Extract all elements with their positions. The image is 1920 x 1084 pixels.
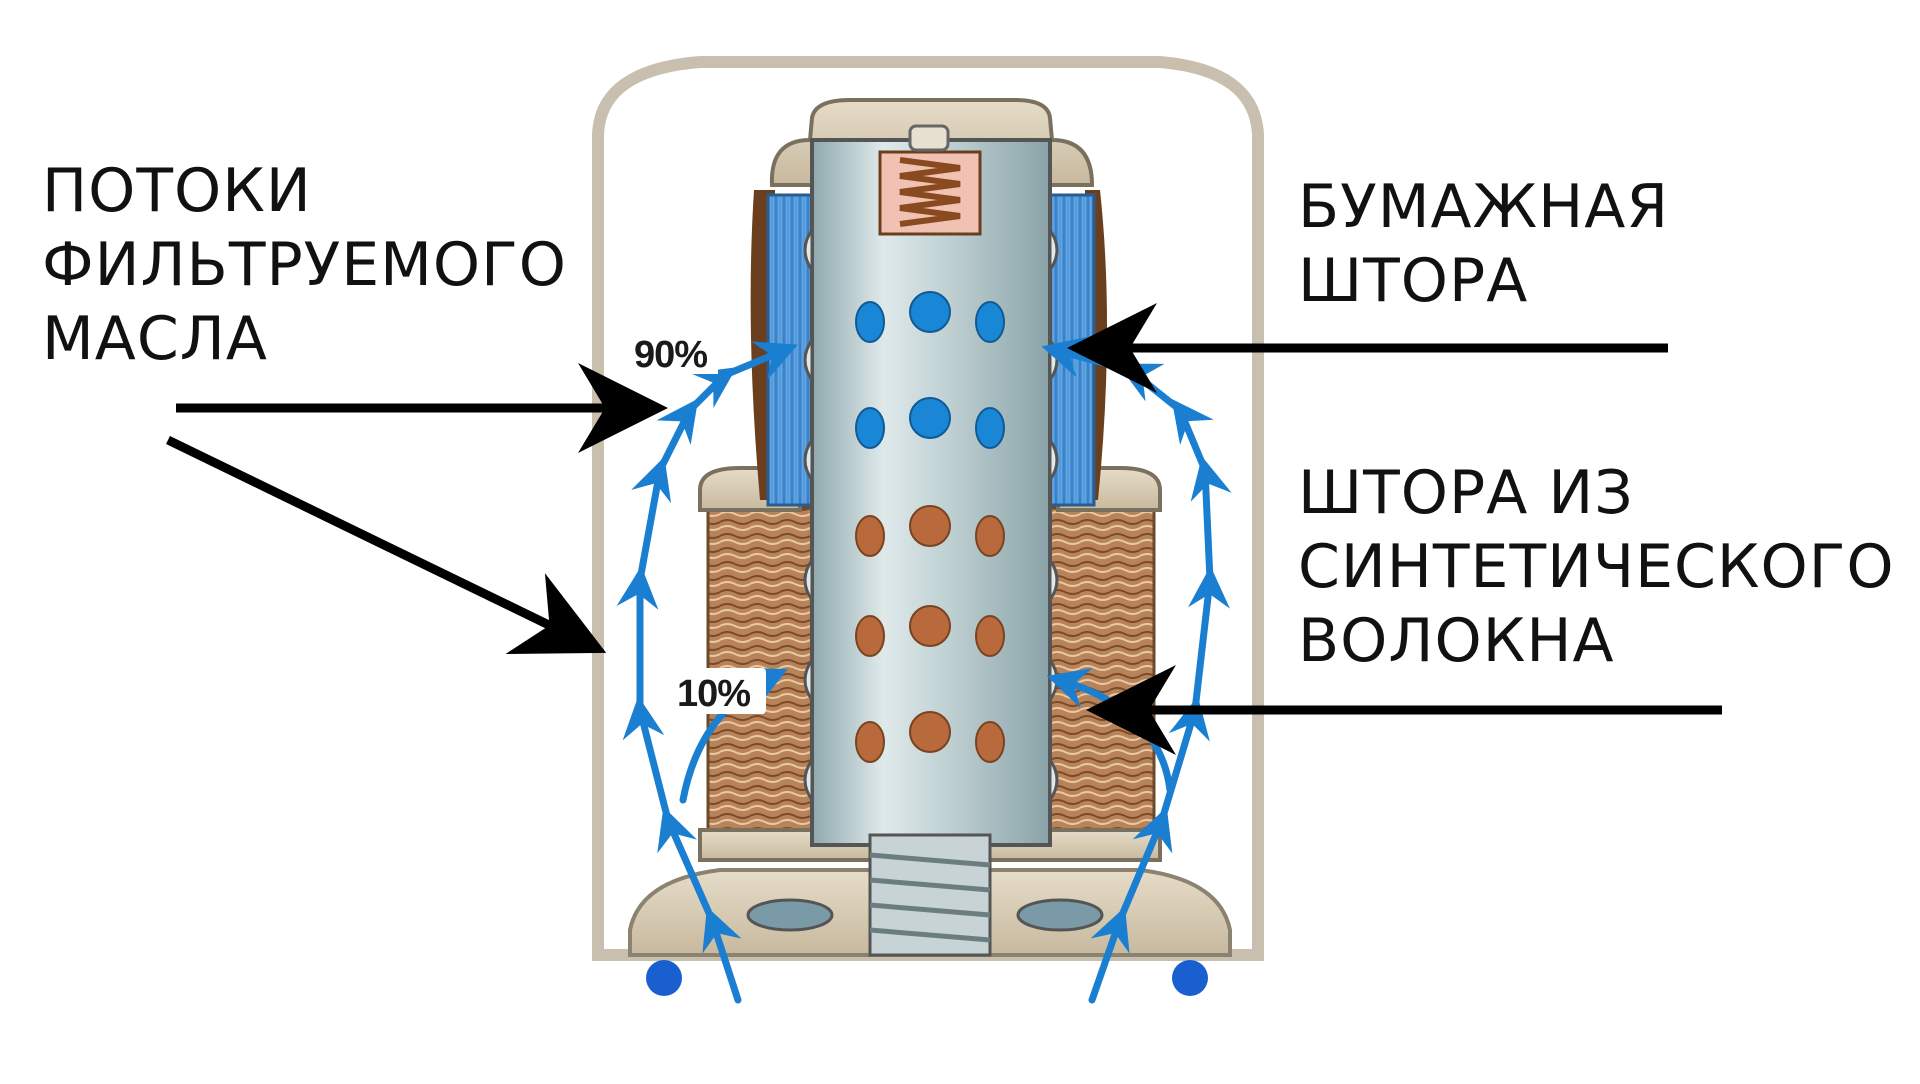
spring-icon [899, 157, 961, 227]
callout-arrows [166, 303, 1722, 755]
flow-arrow-left-outer [616, 341, 798, 1004]
label-oil-flows-line-1: ПОТОКИ [42, 156, 312, 226]
thread-icon [868, 833, 992, 957]
lower-percent-label: 10% [677, 673, 750, 715]
synthetic-element-right [1042, 506, 1156, 832]
lower-percent-bg [672, 668, 766, 714]
label-paper-curtain-line-1: БУМАЖНАЯ [1298, 172, 1670, 242]
seal-bead-right [1172, 960, 1208, 996]
tube-holes-brown [855, 505, 1005, 763]
callout-arrow-flows-lower [166, 435, 607, 655]
label-paper-curtain-line-2: ШТОРА [1298, 246, 1529, 316]
upper-percent-label: 90% [634, 334, 707, 376]
label-oil-flows-line-2: ФИЛЬТРУЕМОГО [42, 230, 567, 300]
label-paper-curtain: БУМАЖНАЯ ШТОРА [1298, 170, 1669, 318]
label-oil-flows-line-3: МАСЛА [42, 304, 268, 374]
inlet-hole-right [1016, 898, 1104, 932]
tube-holes-blue [855, 291, 1005, 449]
seal-bead-left [646, 960, 682, 996]
inlet-hole-left [746, 898, 834, 932]
label-synthetic-curtain-line-1: ШТОРА ИЗ [1298, 458, 1634, 528]
label-oil-flows: ПОТОКИ ФИЛЬТРУЕМОГО МАСЛА [42, 154, 567, 376]
label-synthetic-curtain: ШТОРА ИЗ СИНТЕТИЧЕСКОГО ВОЛОКНА [1298, 456, 1895, 678]
valve-stem [908, 124, 950, 152]
label-synthetic-curtain-line-2: СИНТЕТИЧЕСКОГО [1298, 532, 1895, 602]
label-synthetic-curtain-line-3: ВОЛОКНА [1298, 606, 1615, 676]
